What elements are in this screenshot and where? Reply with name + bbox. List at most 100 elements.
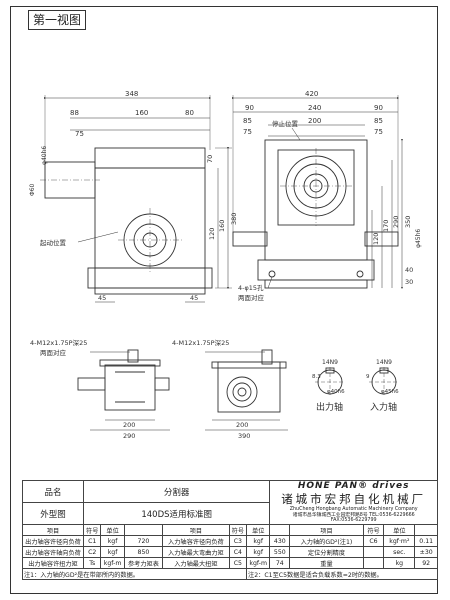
spec-cell: 出力轴容许径向负荷 <box>22 535 84 547</box>
spec-cell: 入力轴的GD²(注1) <box>289 535 364 547</box>
value-name: 分割器 <box>82 480 271 503</box>
brand-logo: HONE PAN® drives <box>297 481 410 492</box>
shaft-out-dim-b: φ40h6 <box>327 389 345 395</box>
spec-header <box>414 524 438 536</box>
spec-cell: kg <box>383 557 416 569</box>
dim-topright-200: 200 <box>236 421 248 429</box>
spec-cell: kgf <box>246 546 271 558</box>
label-name: 品名 <box>22 480 84 503</box>
spec-cell: C6 <box>362 535 385 547</box>
shaft-out-key: 14N9 <box>322 359 338 366</box>
note-holes: 4-φ15孔 <box>238 284 264 292</box>
spec-cell: C5 <box>228 557 248 569</box>
note-start-position: 起动位置 <box>40 238 67 247</box>
dim-front-70: 70 <box>206 155 214 163</box>
spec-header: 单位 <box>100 524 125 536</box>
spec-cell <box>362 557 385 569</box>
dim-side-phi45: φ45h6 <box>415 229 422 248</box>
dim-front-160: 160 <box>135 109 148 117</box>
spec-header: 项目 <box>162 524 230 536</box>
shaft-in-dim-b: φ45h6 <box>381 389 399 395</box>
spec-header: 符号 <box>362 524 385 536</box>
dim-side-290: 290 <box>392 216 400 228</box>
engineering-drawing: 348 88 160 80 75 Φ60 φ40h6 70 160 380 12… <box>29 90 422 440</box>
spec-cell: 出力轴容许轴向负荷 <box>22 546 84 558</box>
dim-front-88: 88 <box>70 109 79 117</box>
spec-cell: C4 <box>228 546 248 558</box>
footnote-row: 注1：入力轴的GD²是在带部所内的数据。 注2：C1至C5数据是适合负载系数=2… <box>21 568 438 580</box>
note-top-left: 4-M12x1.75P深25 <box>30 338 87 347</box>
dim-side-90a: 90 <box>245 104 254 112</box>
front-view <box>40 95 232 303</box>
drawing-frame <box>10 6 438 594</box>
spec-cell <box>362 546 385 558</box>
spec-cell: 430 <box>269 535 291 547</box>
dim-side-200: 200 <box>308 117 321 125</box>
dim-topleft-290: 290 <box>123 432 135 440</box>
dim-side-420: 420 <box>305 90 318 98</box>
spec-cell: C2 <box>82 546 102 558</box>
spec-cell: kgf-m <box>100 557 125 569</box>
dim-front-45b: 45 <box>190 294 198 302</box>
spec-header: 项目 <box>22 524 84 536</box>
spec-header <box>123 524 164 536</box>
dim-front-348: 348 <box>125 90 138 98</box>
spec-header: 符号 <box>82 524 102 536</box>
spec-cell: 入力轴最大扭矩 <box>162 557 230 569</box>
note-holes-sub: 两面对应 <box>238 293 265 302</box>
dim-front-80: 80 <box>185 109 194 117</box>
dim-side-90b: 90 <box>374 104 383 112</box>
spec-cell: 74 <box>269 557 291 569</box>
spec-cell: 0.11 <box>414 535 438 547</box>
shaft-in-key: 14N9 <box>376 359 392 366</box>
company-cell: HONE PAN® drives 诸城市宏邦自化机械厂 ZhuCheng Hon… <box>269 480 438 525</box>
dim-side-170: 170 <box>382 220 390 232</box>
spec-cell: 重量 <box>289 557 364 569</box>
dim-side-85b: 85 <box>374 117 383 125</box>
spec-cell: kgf·m² <box>383 535 416 547</box>
spec-cell: 720 <box>123 535 164 547</box>
spec-cell: 550 <box>269 546 291 558</box>
shaft-in-dim-a: 9 <box>366 374 370 380</box>
spec-cell: kgf <box>100 535 125 547</box>
dim-front-phi60: Φ60 <box>29 183 36 196</box>
dim-topright-390: 390 <box>238 432 250 440</box>
company-en: ZhuCheng Hongbang Automatic Machinery Co… <box>289 507 418 513</box>
spec-header: 符号 <box>228 524 248 536</box>
shaft-out-dim-a: 8.3 <box>312 374 321 380</box>
dim-side-40: 40 <box>405 266 413 274</box>
side-view <box>232 95 403 289</box>
company-address: 诸城市昌华镇城西工业园宏邦路8号 TEL:0536-6229666 <box>292 512 415 518</box>
dim-side-30: 30 <box>405 278 413 286</box>
spec-cell: 定位分割精度 <box>289 546 364 558</box>
value-drawing: 140DS适用标准图 <box>82 502 271 525</box>
spec-cell: kgf-m <box>246 557 271 569</box>
title-block: 品名 分割器 HONE PAN® drives 诸城市宏邦自化机械厂 ZhuCh… <box>21 480 438 592</box>
spec-cell: C1 <box>82 535 102 547</box>
spec-cell: 92 <box>414 557 438 569</box>
note-stop-position: 停止位置 <box>272 119 299 128</box>
top-view-right <box>205 349 288 431</box>
label-drawing: 外型图 <box>22 502 84 525</box>
footnote-1: 注1：入力轴的GD²是在带部所内的数据。 <box>21 568 248 580</box>
dim-front-75: 75 <box>75 130 84 138</box>
spec-cell: 850 <box>123 546 164 558</box>
dim-side-240: 240 <box>308 104 321 112</box>
dim-topleft-200: 200 <box>123 421 135 429</box>
spec-cell: 入力轴容许径向负荷 <box>162 535 230 547</box>
spec-cell: 出力轴容许扭力矩 <box>22 557 84 569</box>
dim-side-120: 120 <box>372 233 380 245</box>
dim-side-85a: 85 <box>243 117 252 125</box>
dim-front-160r: 160 <box>218 220 226 232</box>
dim-front-45a: 45 <box>98 294 106 302</box>
top-view-left <box>77 349 170 431</box>
label-input-shaft: 入力轴 <box>370 401 397 413</box>
spec-cell: kgf <box>246 535 271 547</box>
spec-header-row: 项目 符号 单位 项目 符号 单位 项目 符号 单位 <box>22 524 438 536</box>
spec-header <box>269 524 291 536</box>
dim-side-350: 350 <box>404 216 412 228</box>
spec-cell: 入力轴最大弯曲力矩 <box>162 546 230 558</box>
spec-cell: C3 <box>228 535 248 547</box>
spec-cell: kgf <box>100 546 125 558</box>
